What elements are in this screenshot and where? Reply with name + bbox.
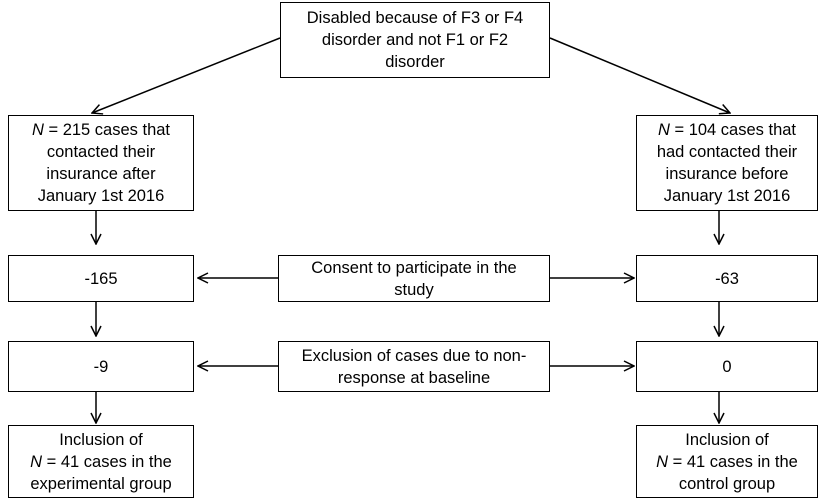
right-sample-box: N = 104 cases that had contacted their i… bbox=[636, 115, 818, 211]
right-inclusion-box: Inclusion of N = 41 cases in the control… bbox=[636, 425, 818, 498]
left-exclusion-value-box: -9 bbox=[8, 341, 194, 392]
consent-box: Consent to participate in the study bbox=[278, 255, 550, 302]
top-criteria-box: Disabled because of F3 or F4 disorder an… bbox=[280, 2, 550, 78]
exclusion-box: Exclusion of cases due to non- response … bbox=[278, 341, 550, 392]
right-inclusion-count: = 41 cases in the bbox=[668, 452, 798, 471]
right-n-symbol: N bbox=[657, 121, 670, 139]
right-exclusion-value: 0 bbox=[722, 357, 732, 376]
left-inclusion-line-3: experimental group bbox=[30, 474, 172, 493]
left-inclusion-box: Inclusion of N = 41 cases in the experim… bbox=[8, 425, 194, 498]
left-inclusion-n-symbol: N bbox=[30, 452, 43, 471]
left-inclusion-line-1: Inclusion of bbox=[59, 430, 143, 449]
right-inclusion-line-2: N = 41 cases in the bbox=[656, 451, 798, 473]
arrow-top-to-left bbox=[92, 37, 281, 113]
right-sample-line-2: had contacted their bbox=[656, 143, 798, 161]
right-consent-value: -63 bbox=[715, 269, 739, 288]
left-sample-count: = 215 cases that bbox=[43, 121, 171, 139]
left-n-symbol: N bbox=[31, 121, 44, 139]
left-sample-line-2: contacted their bbox=[46, 143, 156, 161]
top-criteria-line-3: disorder bbox=[385, 53, 445, 71]
left-sample-line-4: January 1st 2016 bbox=[37, 187, 165, 205]
top-criteria-line-2: disorder and not F1 or F2 bbox=[321, 31, 509, 49]
exclusion-line-1: Exclusion of cases due to non- bbox=[301, 346, 527, 365]
left-exclusion-value: -9 bbox=[93, 357, 109, 376]
consent-line-1: Consent to participate in the bbox=[311, 258, 517, 277]
left-inclusion-line-2: N = 41 cases in the bbox=[30, 451, 172, 473]
exclusion-line-2: response at baseline bbox=[337, 368, 491, 387]
left-sample-line-3: insurance after bbox=[46, 165, 156, 183]
right-sample-line-4: January 1st 2016 bbox=[663, 187, 791, 205]
left-sample-line-1: N = 215 cases that bbox=[32, 119, 170, 141]
left-inclusion-count: = 41 cases in the bbox=[42, 452, 172, 471]
left-consent-value: -165 bbox=[84, 269, 118, 288]
right-sample-line-1: N = 104 cases that bbox=[658, 119, 796, 141]
left-sample-box: N = 215 cases that contacted their insur… bbox=[8, 115, 194, 211]
right-sample-count: = 104 cases that bbox=[669, 121, 797, 139]
right-sample-line-3: insurance before bbox=[665, 165, 789, 183]
arrow-top-to-right bbox=[549, 37, 730, 113]
right-inclusion-n-symbol: N bbox=[656, 452, 669, 471]
right-inclusion-line-1: Inclusion of bbox=[685, 430, 769, 449]
left-consent-value-box: -165 bbox=[8, 255, 194, 302]
consent-line-2: study bbox=[394, 280, 434, 299]
right-consent-value-box: -63 bbox=[636, 255, 818, 302]
right-inclusion-line-3: control group bbox=[678, 474, 776, 493]
right-exclusion-value-box: 0 bbox=[636, 341, 818, 392]
top-criteria-line-1: Disabled because of F3 or F4 bbox=[306, 9, 524, 27]
